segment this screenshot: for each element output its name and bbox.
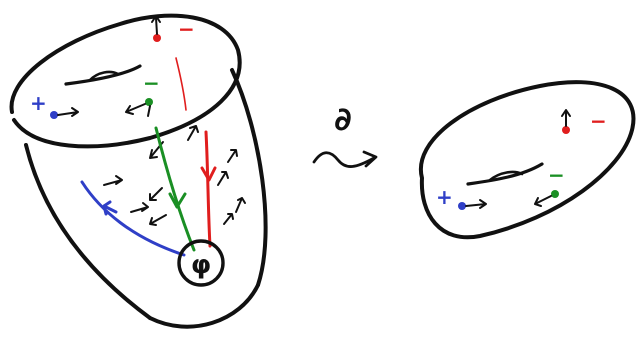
torus-hole-upper — [88, 70, 120, 82]
small-arrow — [217, 171, 229, 186]
bottom-rim — [148, 283, 260, 329]
small-arrow — [227, 149, 238, 163]
small-arrow — [534, 195, 552, 207]
blue-dot-left — [50, 111, 58, 119]
small-arrow — [223, 213, 234, 225]
torus-hole-lower — [466, 162, 544, 186]
green-dot-right — [551, 190, 559, 198]
right-wall — [230, 68, 268, 287]
blue-flow-line — [80, 180, 186, 257]
small-arrow — [151, 15, 161, 35]
green-dot-left — [145, 98, 153, 106]
minus-charge-red-left: − — [178, 17, 195, 41]
torus-hole-lower — [64, 64, 142, 86]
red-arrowhead — [200, 166, 217, 182]
cylinder-with-torus: + − − — [9, 13, 268, 329]
blue-dot-right — [458, 202, 466, 210]
red-flow-line — [204, 130, 212, 248]
small-arrow — [149, 214, 167, 226]
small-arrow — [130, 202, 149, 213]
boundary-torus: + − − — [418, 80, 636, 240]
minus-charge-green-right: − — [548, 163, 565, 187]
small-arrow — [561, 109, 571, 127]
top-rim — [9, 13, 242, 149]
plus-charge-left: + — [30, 91, 47, 115]
red-faint-line — [175, 57, 187, 111]
plus-charge-right: + — [436, 185, 453, 209]
torus-boundary-ellipse — [418, 80, 636, 240]
boundary-map: ∂ — [312, 100, 378, 168]
small-arrow — [147, 105, 151, 117]
blue-arrowhead — [102, 200, 118, 216]
minus-charge-red-right: − — [590, 109, 607, 133]
left-wall — [24, 143, 152, 320]
green-flow-line — [154, 126, 196, 252]
small-arrow — [235, 197, 246, 213]
small-arrow — [103, 175, 123, 186]
small-arrow — [465, 199, 487, 209]
small-arrow — [125, 103, 146, 115]
red-dot-left — [153, 34, 161, 42]
boundary-operator-label: ∂ — [334, 100, 351, 138]
green-arrowhead — [168, 192, 187, 209]
small-arrow — [149, 187, 163, 201]
small-arrow — [57, 107, 79, 117]
small-arrow — [187, 125, 199, 141]
phi-circle — [177, 239, 225, 287]
red-dot-right — [562, 126, 570, 134]
torus-hole-upper — [488, 170, 524, 182]
phi-label: φ — [191, 250, 211, 280]
minus-charge-green-left: − — [143, 71, 160, 95]
squiggle-arrow-icon — [312, 150, 378, 168]
